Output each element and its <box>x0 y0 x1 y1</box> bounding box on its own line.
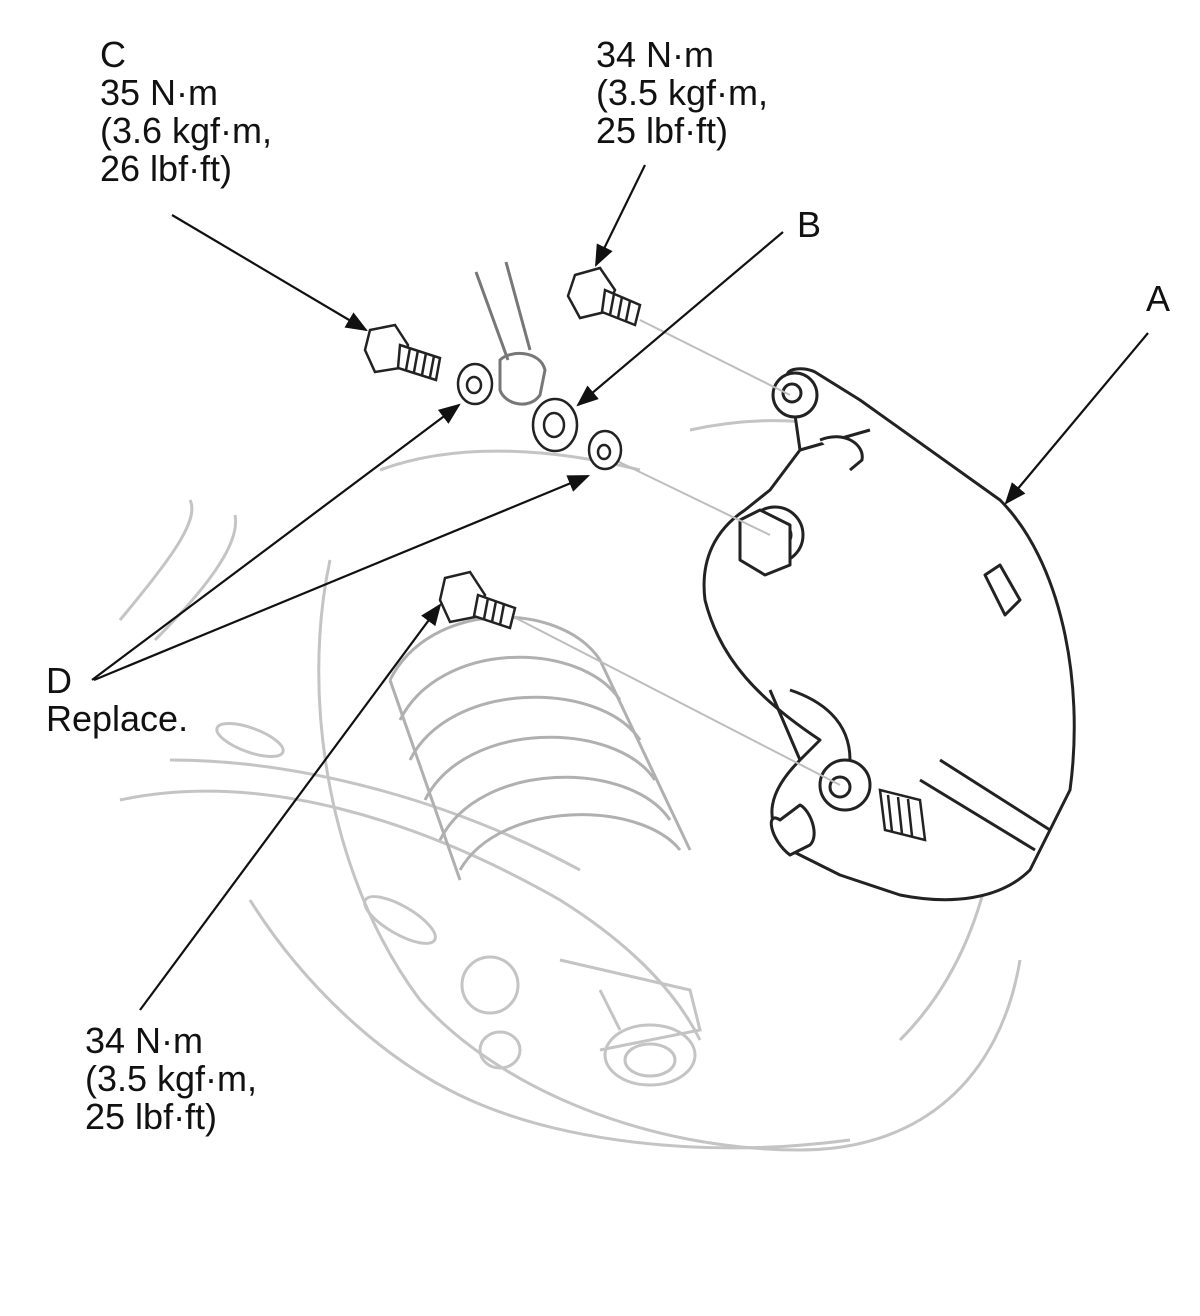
leader-a <box>1004 332 1149 505</box>
background-suspension-outline <box>118 419 1029 1152</box>
top-right-torque-nm: 34 N·m <box>596 34 715 75</box>
leader-d-2 <box>93 474 591 682</box>
sealing-washers <box>456 362 623 471</box>
threaded-stud <box>878 788 927 842</box>
callout-c: C 35 N·m (3.6 kgf·m, 26 lbf·ft) <box>100 36 272 188</box>
callout-c-torque-kgfm: (3.6 kgf·m, <box>100 110 273 151</box>
callout-b: B <box>797 204 822 245</box>
leader-d-1 <box>91 403 461 681</box>
callout-d-note: Replace. <box>46 698 189 739</box>
leader-top-right <box>595 164 646 267</box>
callout-c-torque-nm: 35 N·m <box>100 72 219 113</box>
callout-top-right-torque: 34 N·m (3.5 kgf·m, 25 lbf·ft) <box>596 36 768 150</box>
cv-boot-bellows <box>388 615 692 881</box>
bolt-top-right <box>566 266 642 327</box>
callout-c-letter: C <box>100 34 126 75</box>
banjo-bolt-b <box>531 397 579 453</box>
bottom-torque-lbfft: 25 lbf·ft) <box>85 1096 218 1137</box>
leader-bottom <box>139 603 442 1011</box>
bottom-torque-nm: 34 N·m <box>85 1020 204 1061</box>
leader-b <box>576 231 784 407</box>
bolt-c <box>363 323 442 382</box>
bolt-bottom <box>438 570 517 630</box>
top-right-torque-lbfft: 25 lbf·ft) <box>596 110 729 151</box>
callout-d: D Replace. <box>46 662 188 738</box>
bottom-torque-kgfm: (3.5 kgf·m, <box>85 1058 258 1099</box>
callout-c-torque-lbfft: 26 lbf·ft) <box>100 148 233 189</box>
caliper-body <box>702 367 1076 902</box>
callout-a: A <box>1146 278 1171 319</box>
brake-hose <box>474 261 547 406</box>
leader-c <box>171 214 368 332</box>
callout-d-letter: D <box>46 660 72 701</box>
leader-lines <box>91 164 1149 1011</box>
callout-bottom-torque: 34 N·m (3.5 kgf·m, 25 lbf·ft) <box>85 1022 257 1136</box>
top-right-torque-kgfm: (3.5 kgf·m, <box>596 72 769 113</box>
